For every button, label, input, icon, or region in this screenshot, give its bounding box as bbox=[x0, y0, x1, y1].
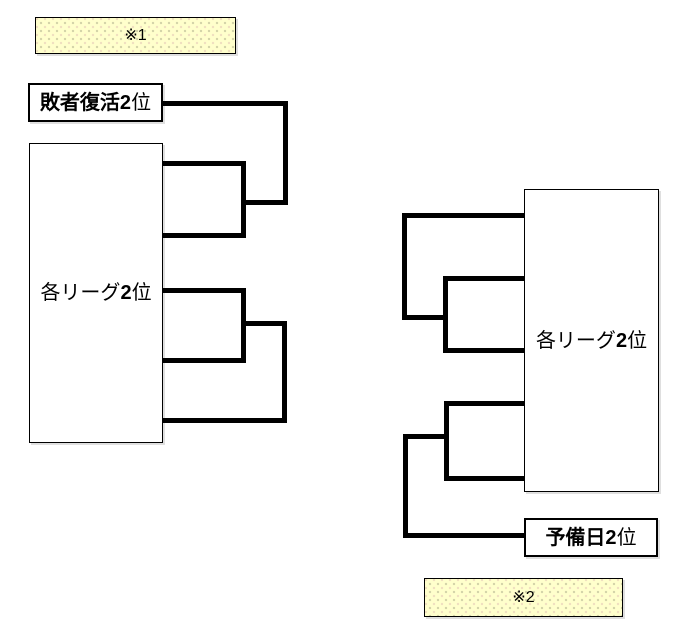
bracket-line-left-bottom-seed2 bbox=[163, 358, 246, 363]
bracket-line-left-top-winner-connector bbox=[241, 200, 288, 205]
bracket-line-left-top-final-vertical bbox=[283, 101, 288, 205]
left-league-box: 各リーグ2位 bbox=[29, 143, 163, 443]
left-league-label: 各リーグ2位 bbox=[40, 283, 151, 303]
bracket-line-left-bottom-winner-connector bbox=[241, 321, 287, 326]
bracket-line-right-top-pair-vertical bbox=[443, 276, 448, 353]
loser-revival-label: 敗者復活2位 bbox=[40, 93, 151, 113]
bracket-line-right-bottom-seed2 bbox=[444, 476, 524, 481]
bracket-line-left-top-seed1 bbox=[163, 161, 246, 166]
bracket-line-right-top-seed3 bbox=[443, 348, 524, 353]
bracket-line-left-top-seed2 bbox=[163, 233, 246, 238]
bracket-line-right-top-final-vertical bbox=[402, 213, 407, 320]
bracket-line-left-top-pair-vertical bbox=[241, 161, 246, 238]
note-box-2: ※2 bbox=[424, 578, 623, 617]
bracket-line-left-bottom-seed1 bbox=[163, 288, 246, 293]
label-text: 位 bbox=[616, 526, 637, 549]
bracket-line-right-bottom-winner-connector bbox=[403, 434, 449, 439]
reserve-day-label: 予備日2位 bbox=[545, 528, 636, 548]
note-box-1: ※1 bbox=[35, 17, 236, 54]
bracket-line-right-top-seed2 bbox=[443, 276, 524, 281]
label-text: 2 bbox=[615, 329, 628, 352]
bracket-line-right-top-seed1 bbox=[402, 213, 524, 218]
label-text: 敗者復活2 bbox=[39, 91, 132, 114]
loser-revival-box: 敗者復活2位 bbox=[28, 83, 163, 122]
right-league-label: 各リーグ2位 bbox=[536, 331, 647, 351]
label-text: 位 bbox=[131, 282, 152, 304]
bracket-line-left-bottom-final-vertical bbox=[282, 321, 287, 423]
label-text: 各リーグ bbox=[535, 329, 616, 352]
right-league-box: 各リーグ2位 bbox=[524, 189, 659, 492]
bracket-line-right-top-winner-connector bbox=[402, 315, 448, 320]
bracket-line-left-bottom-seed3 bbox=[163, 418, 287, 423]
bracket-line-right-bottom-final-vertical bbox=[403, 434, 408, 538]
note-2-label: ※2 bbox=[512, 588, 535, 606]
bracket-line-left-top-loser bbox=[163, 101, 288, 106]
label-text: 位 bbox=[131, 91, 152, 114]
note-1-label: ※1 bbox=[124, 26, 147, 44]
reserve-day-box: 予備日2位 bbox=[524, 518, 658, 557]
label-text: 位 bbox=[627, 329, 648, 352]
label-text: 予備日2 bbox=[545, 526, 617, 549]
label-text: 各リーグ bbox=[40, 282, 121, 304]
label-text: 2 bbox=[120, 282, 132, 304]
bracket-line-right-bottom-reserve bbox=[403, 533, 524, 538]
bracket-line-right-bottom-pair-vertical bbox=[444, 401, 449, 481]
bracket-line-right-bottom-seed1 bbox=[444, 401, 524, 406]
